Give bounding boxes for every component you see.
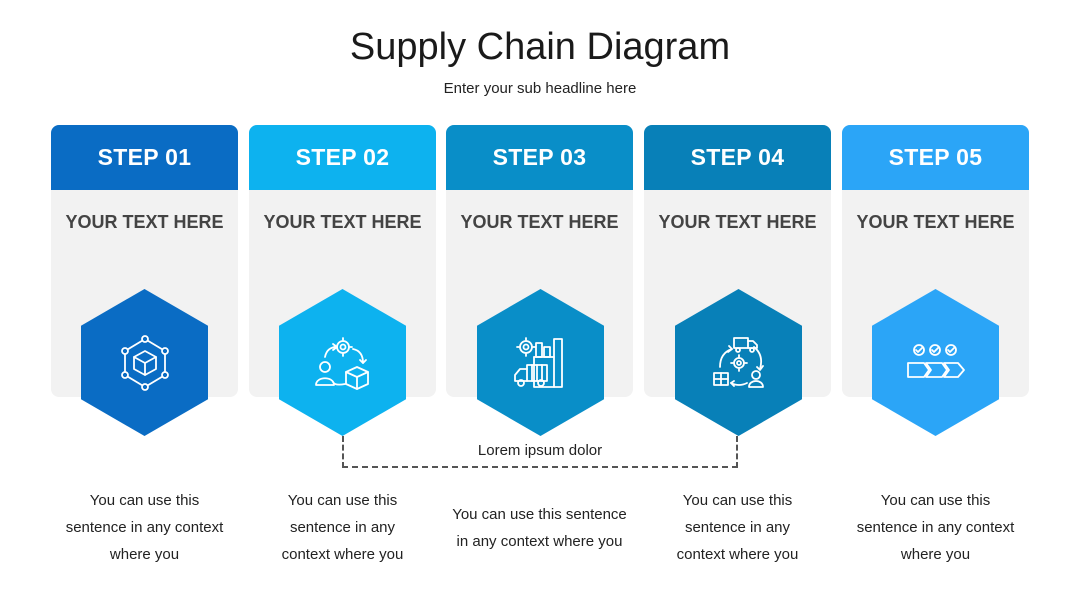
dashed-connector bbox=[342, 436, 738, 468]
description-line: You can use this bbox=[287, 492, 398, 509]
step-hexagon-3 bbox=[477, 289, 604, 436]
package-network-icon bbox=[120, 334, 169, 391]
step-hexagon-5 bbox=[872, 289, 999, 436]
connector-label: Lorem ipsum dolor bbox=[440, 442, 640, 459]
step-description-1: You can use this sentence in any context… bbox=[51, 487, 238, 568]
factory-truck-icon bbox=[513, 336, 563, 388]
page-subtitle: Enter your sub headline here bbox=[443, 80, 637, 97]
description-line: You can use this bbox=[89, 492, 200, 509]
step-heading: YOUR TEXT HERE bbox=[658, 212, 817, 232]
step-heading: YOUR TEXT HERE bbox=[856, 212, 1015, 232]
step-header: STEP 05 bbox=[842, 125, 1029, 190]
step-description-4: You can use this sentence in any context… bbox=[644, 487, 831, 568]
description-line: where you bbox=[900, 546, 971, 563]
description-line: You can use this sentence bbox=[452, 506, 627, 523]
step-hexagon-4 bbox=[675, 289, 802, 436]
step-header: STEP 01 bbox=[51, 125, 238, 190]
step-hexagon-2 bbox=[279, 289, 406, 436]
description-line: context where you bbox=[281, 546, 404, 563]
page-title: Supply Chain Diagram bbox=[349, 26, 731, 68]
step-heading: YOUR TEXT HERE bbox=[263, 212, 422, 232]
step-header: STEP 03 bbox=[446, 125, 633, 190]
step-heading: YOUR TEXT HERE bbox=[65, 212, 224, 232]
step-hexagon-1 bbox=[81, 289, 208, 436]
logistics-cycle-icon bbox=[712, 336, 764, 388]
description-line: sentence in any context bbox=[65, 519, 224, 536]
description-line: in any context where you bbox=[456, 533, 623, 550]
description-line: sentence in any bbox=[289, 519, 396, 536]
step-header: STEP 02 bbox=[249, 125, 436, 190]
description-line: sentence in any bbox=[684, 519, 791, 536]
description-line: You can use this bbox=[880, 492, 991, 509]
description-line: You can use this bbox=[682, 492, 793, 509]
step-description-3: You can use this sentence in any context… bbox=[436, 501, 643, 555]
description-line: where you bbox=[109, 546, 180, 563]
step-heading: YOUR TEXT HERE bbox=[460, 212, 619, 232]
description-line: sentence in any context bbox=[856, 519, 1015, 536]
step-header: STEP 04 bbox=[644, 125, 831, 190]
description-line: context where you bbox=[676, 546, 799, 563]
checklist-arrows-icon bbox=[906, 343, 965, 378]
step-description-5: You can use this sentence in any context… bbox=[842, 487, 1029, 568]
user-gear-box-icon bbox=[314, 336, 369, 390]
step-description-2: You can use this sentence in any context… bbox=[249, 487, 436, 568]
